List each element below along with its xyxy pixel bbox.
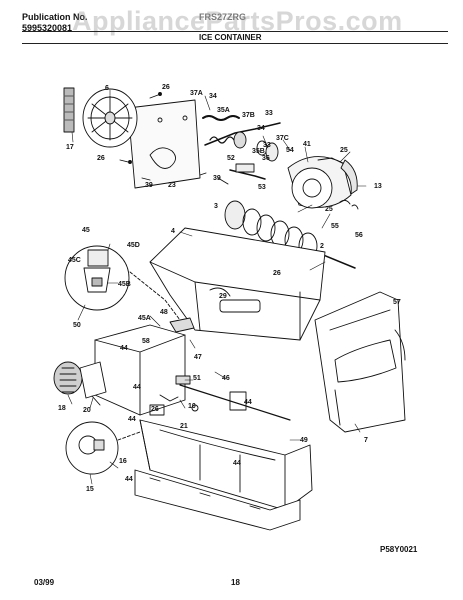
- actuator-callout: [64, 245, 181, 321]
- part-label: 10: [188, 403, 196, 410]
- part-label: 53: [258, 184, 266, 191]
- part-label: 51: [193, 375, 201, 382]
- part-label: 34: [257, 125, 265, 132]
- part-label: 33: [265, 110, 273, 117]
- part-label: 45A: [138, 315, 151, 322]
- part-label: 48: [160, 309, 168, 316]
- part-label: 37C: [276, 135, 289, 142]
- part-label: 45B: [118, 281, 131, 288]
- part-label: 49: [300, 437, 308, 444]
- part-labels: 6 26 37A 34 35A 37B 34 33 17 26 39 23 39…: [58, 84, 401, 493]
- part-label: 21: [180, 423, 188, 430]
- part-label: 54: [286, 147, 294, 154]
- part-label: 44: [125, 476, 133, 483]
- part-label: 2: [320, 243, 324, 250]
- part-label: 26: [273, 270, 281, 277]
- part-label: 20: [83, 407, 91, 414]
- container-front-cover: [314, 291, 406, 433]
- part-label: 35A: [217, 107, 230, 114]
- figure-code: P58Y0021: [380, 545, 418, 554]
- screws: [119, 92, 229, 185]
- part-label: 52: [227, 155, 235, 162]
- part-label: 18: [58, 405, 66, 412]
- part-label: 25: [325, 206, 333, 213]
- part-label: 57: [393, 299, 401, 306]
- part-label: 23: [168, 182, 176, 189]
- part-label: 33: [263, 142, 271, 149]
- part-label: 37B: [242, 112, 255, 119]
- publication-number: 5995320081: [22, 23, 73, 33]
- model-number: FRS27ZRG: [199, 12, 247, 22]
- lower-plate: [134, 469, 301, 531]
- part-label: 45: [82, 227, 90, 234]
- part-label: 39: [145, 182, 153, 189]
- part-label: 41: [303, 141, 311, 148]
- header-rule-top: [22, 31, 448, 32]
- part-label: 56: [355, 232, 363, 239]
- part-label: 44: [133, 384, 141, 391]
- part-label: 26: [162, 84, 170, 91]
- part-label: 44: [244, 399, 252, 406]
- ice-bin: [149, 227, 326, 341]
- header-rule-bottom: [22, 43, 448, 44]
- part-label: 29: [219, 293, 227, 300]
- part-label: 16: [119, 458, 127, 465]
- part-label: 4: [171, 228, 175, 235]
- part-label: 37A: [190, 90, 203, 97]
- part-label: 26: [151, 406, 159, 413]
- part-label: 15: [86, 486, 94, 493]
- part-label: 26: [97, 155, 105, 162]
- shaft-assembly: [202, 115, 281, 180]
- part-label: 3: [214, 203, 218, 210]
- part-label: 44: [233, 460, 241, 467]
- leader-lines: [67, 89, 367, 485]
- part-label: 44: [120, 345, 128, 352]
- part-label: 55: [331, 223, 339, 230]
- part-label: 39: [213, 175, 221, 182]
- part-label: 25: [340, 147, 348, 154]
- part-label: 47: [194, 354, 202, 361]
- publication-label: Publication No.: [22, 12, 88, 22]
- section-title: ICE CONTAINER: [199, 33, 262, 42]
- footer-date: 03/99: [34, 578, 55, 587]
- part-label: 50: [73, 322, 81, 329]
- part-label: 45C: [68, 257, 81, 264]
- part-label: 35B: [252, 148, 265, 155]
- lamp-callout: [65, 421, 141, 475]
- part-label: 36: [262, 155, 270, 162]
- bottom-tray: [139, 391, 313, 511]
- part-label: 13: [374, 183, 382, 190]
- part-label: 7: [364, 437, 368, 444]
- part-label: 58: [142, 338, 150, 345]
- part-label: 34: [209, 93, 217, 100]
- auger-motor: [287, 156, 359, 210]
- part-label: 44: [128, 416, 136, 423]
- part-label: 6: [105, 85, 109, 92]
- part-label: 17: [66, 144, 74, 151]
- dispenser-motor: [53, 361, 107, 406]
- impeller-wheel: [82, 88, 138, 148]
- part-label: 45D: [127, 242, 140, 249]
- gasket-strip: [63, 87, 75, 133]
- publication-block: Publication No. 5995320081: [22, 12, 88, 34]
- page-number: 18: [231, 578, 240, 587]
- part-label: 46: [222, 375, 230, 382]
- auger-plate: [127, 99, 201, 189]
